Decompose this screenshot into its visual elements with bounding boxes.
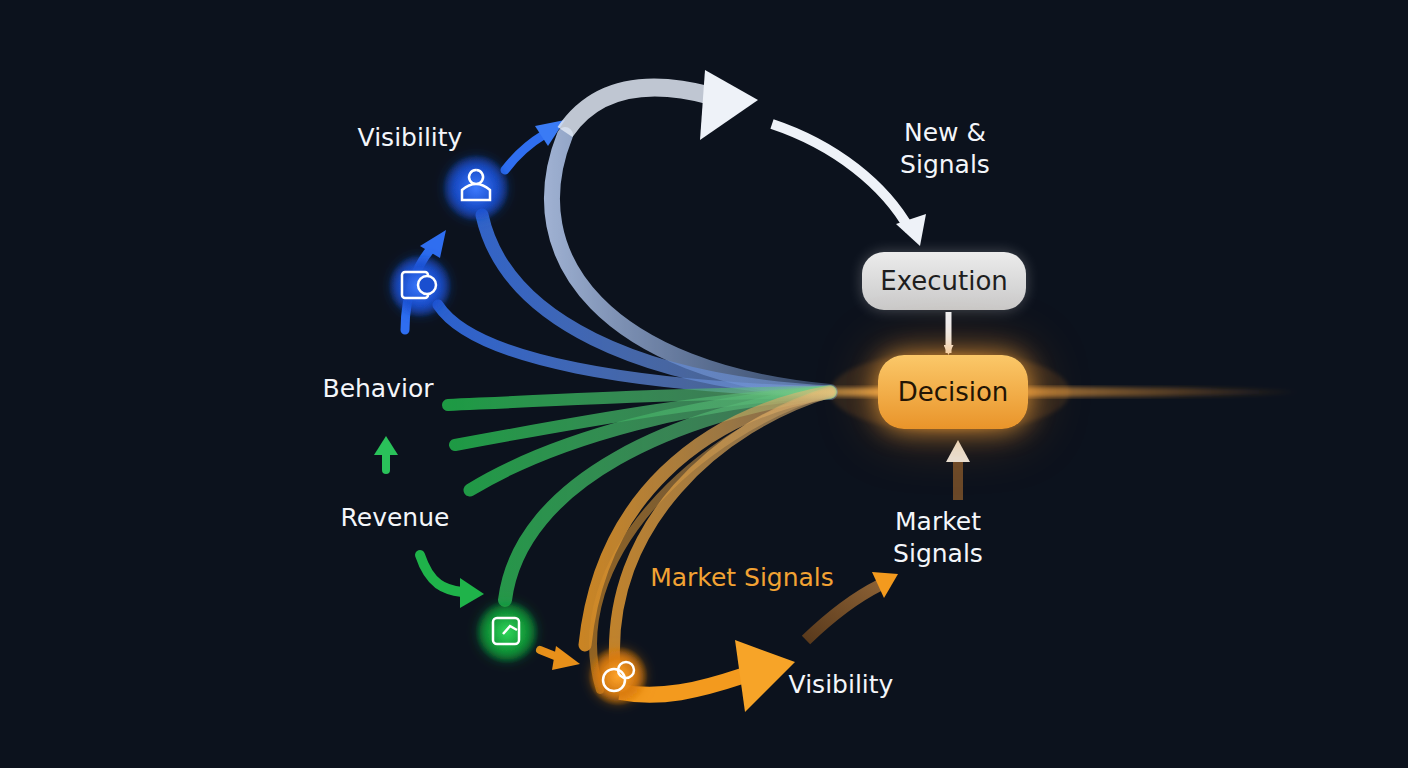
cycle-arrows-part <box>460 578 484 608</box>
process-pill: Execution <box>862 252 1026 310</box>
bottom-arc-arrow-part <box>735 640 795 712</box>
top-arc-arrow <box>565 70 926 246</box>
cycle-arrows-part <box>374 436 398 455</box>
icon-revenue-part <box>503 626 517 634</box>
icon-visibility-part <box>442 154 510 222</box>
flow-arrow <box>946 312 952 353</box>
icon-market-part <box>588 646 648 706</box>
top-arc-arrow-part <box>772 124 910 230</box>
node-text: Decision <box>898 377 1009 407</box>
cycle-arrows-part <box>420 230 446 258</box>
top-arc-arrow-part <box>565 88 712 132</box>
flow-label: Market Signals <box>882 506 994 571</box>
flow-label: Behavior <box>278 373 478 406</box>
bottom-arc-arrow-part <box>872 572 898 598</box>
flow-fan-part <box>438 305 830 392</box>
icon-behavior-part <box>418 276 436 294</box>
icon-revenue-part <box>475 600 539 664</box>
flow-fan-part <box>552 135 830 392</box>
icon-visibility <box>442 154 510 222</box>
icon-revenue-part <box>493 618 519 644</box>
flow-label: Market Signals <box>622 562 862 595</box>
node-text: Execution <box>880 266 1008 296</box>
top-arc-arrow-part <box>896 214 926 246</box>
bottom-arc-arrow-part <box>953 460 963 500</box>
icon-market-part <box>603 669 625 691</box>
cycle-arrows-part <box>505 134 545 170</box>
icon-visibility-part <box>462 170 490 200</box>
bottom-arc-arrow-part <box>806 585 880 640</box>
top-arc-arrow-part <box>700 70 758 140</box>
flow-label: New & Signals <box>875 117 1015 182</box>
icon-behavior-part <box>388 254 452 318</box>
bottom-arc-arrow <box>620 440 970 712</box>
flow-label: Visibility <box>310 122 510 155</box>
icon-revenue <box>475 600 539 664</box>
icon-behavior <box>388 254 452 318</box>
icon-market-part <box>618 662 634 678</box>
flow-fan-part <box>593 392 830 690</box>
bottom-arc-arrow-part <box>946 440 970 462</box>
flow-fan <box>438 135 830 690</box>
cycle-arrows-part <box>552 646 580 670</box>
decision-pill: Decision <box>878 355 1028 429</box>
flow-label: Visibility <box>741 669 941 702</box>
flow-label: Revenue <box>295 502 495 535</box>
cycle-arrows-part <box>420 555 462 592</box>
flow-fan-part <box>614 392 830 668</box>
light-streak-part <box>830 352 1070 432</box>
flow-fan-part <box>482 215 830 392</box>
icon-market <box>588 646 648 706</box>
